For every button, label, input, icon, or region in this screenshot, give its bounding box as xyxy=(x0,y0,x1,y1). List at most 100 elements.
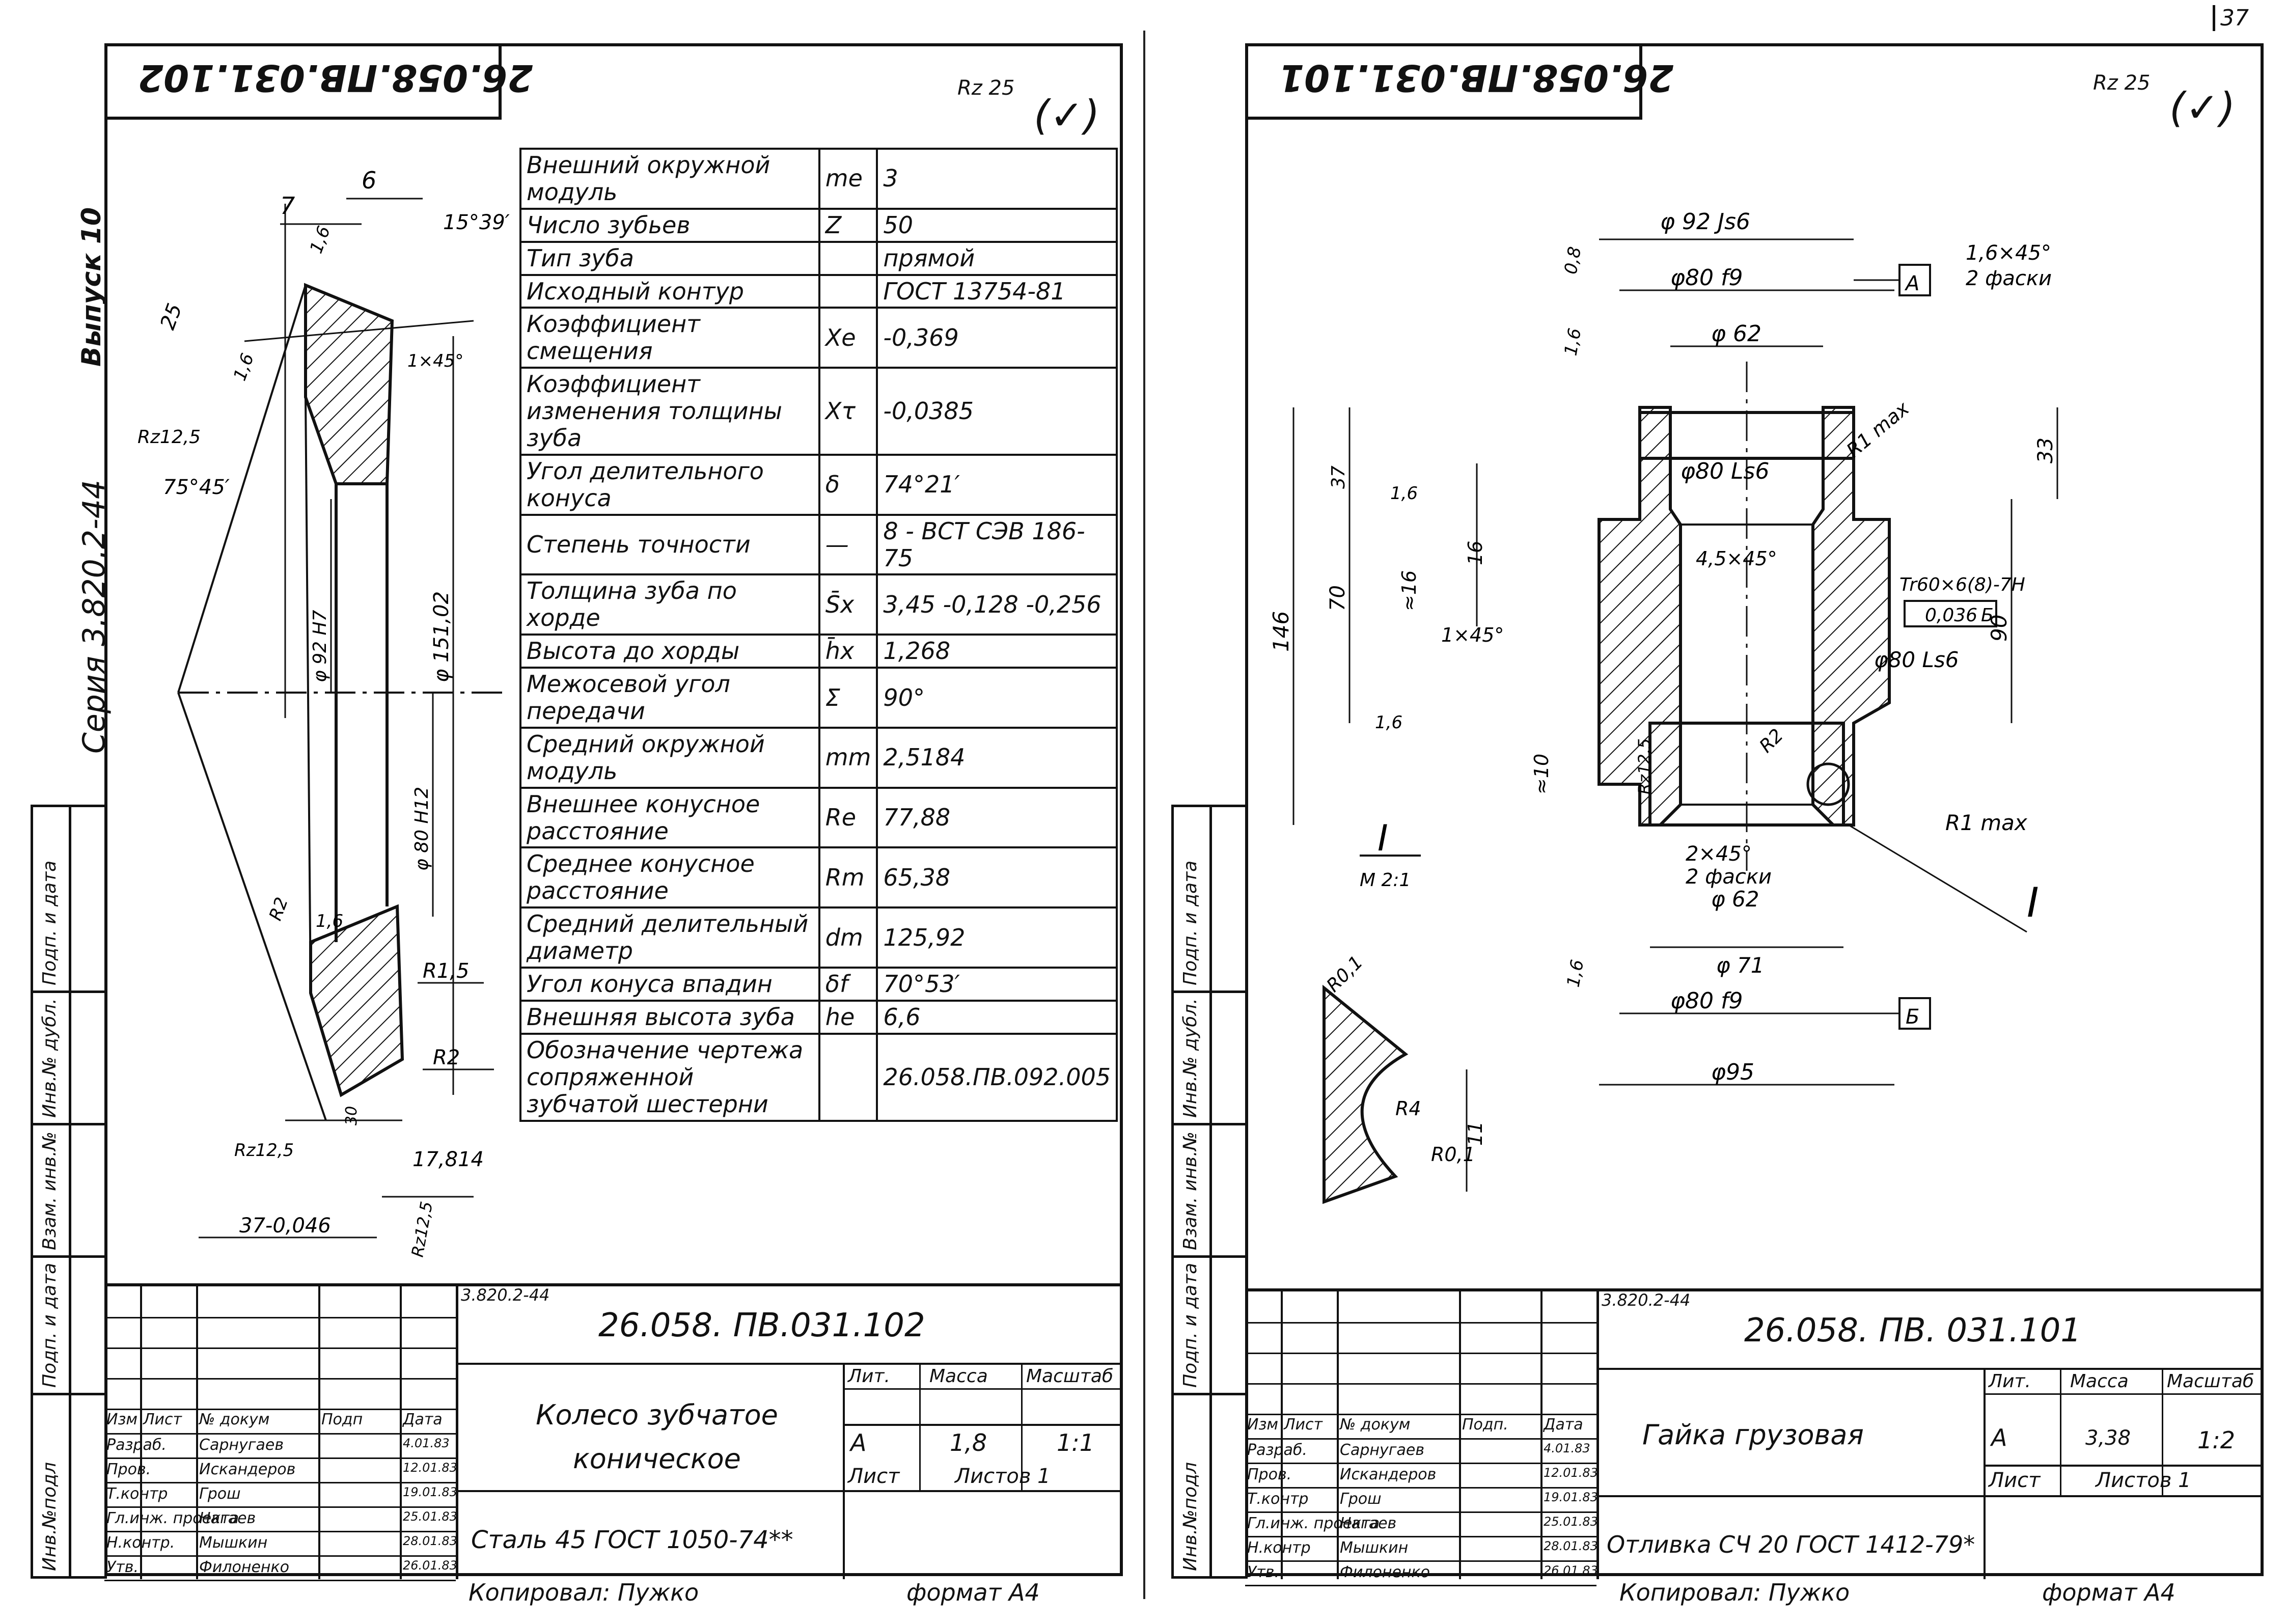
param-sym: Xe xyxy=(818,307,878,369)
margin-label-3: Взам. инв.№ xyxy=(39,1132,60,1250)
view-label: I xyxy=(1378,817,1388,859)
param-name: Средний окружной модуль xyxy=(519,726,820,789)
param-name: Коэффициент изменения толщины зуба xyxy=(519,367,820,456)
r-margin-label-2: Подп. и дата xyxy=(1180,1262,1201,1388)
param-name: Внешний окружной модуль xyxy=(519,148,820,210)
rough-rz12-5-right: Rz12,5 xyxy=(1635,738,1654,794)
param-name: Угол конуса впадин xyxy=(519,967,820,1002)
stamp-head-cell: Лист xyxy=(143,1411,182,1428)
param-sym xyxy=(818,1032,878,1122)
dim-phi151: φ 151,02 xyxy=(430,591,453,682)
stamp-head-cell: Дата xyxy=(1544,1416,1583,1434)
param-val: 65,38 xyxy=(876,846,1118,909)
dim-70: 70 xyxy=(1326,585,1349,611)
param-name: Исходный контур xyxy=(519,273,820,309)
param-val: 3,45 -0,128 -0,256 xyxy=(876,573,1118,636)
param-val: 1,268 xyxy=(876,634,1118,669)
dim-chamfer-2: 2 фаски xyxy=(1966,267,2052,290)
dim-16: 16 xyxy=(1464,541,1486,565)
param-sym xyxy=(818,273,878,309)
dim-r1-5: R1,5 xyxy=(423,959,469,983)
dim-approx-10: ≈10 xyxy=(1530,754,1553,794)
param-val: 70°53′ xyxy=(876,967,1118,1002)
dim-phi71: φ 71 xyxy=(1716,953,1765,978)
thread-spec: Tr60×6(8)-7H xyxy=(1899,574,2025,595)
stamp-roles-cell: Пров. xyxy=(106,1461,151,1478)
param-val: -0,0385 xyxy=(876,367,1118,456)
stamp-roles-cell: Утв. xyxy=(106,1558,139,1576)
left-format: формат А4 xyxy=(906,1579,1040,1606)
stamp-head-cell: № докум xyxy=(199,1411,270,1428)
param-sym: h̄x xyxy=(818,634,878,669)
left-series-small: 3.820.2-44 xyxy=(461,1285,550,1305)
dim-chamfer-2x45: 2×45° xyxy=(1686,842,1752,866)
dim-37: 37 xyxy=(1328,465,1349,489)
param-sym: Re xyxy=(818,786,878,849)
stamp-roles-cell: Гл.инж. проекта xyxy=(106,1509,239,1527)
nut-drawing: φ 92 Js6 0,8 φ80 f9 А 1,6×45° 2 фаски 1,… xyxy=(1269,209,2058,1204)
right-frame xyxy=(1245,43,2264,1576)
rough-1-6-c: 1,6 xyxy=(316,911,343,931)
param-val: 90° xyxy=(876,667,1118,729)
left-lit: А xyxy=(850,1429,867,1456)
stamp-names-cell: Сарнугаев xyxy=(199,1436,284,1454)
param-sym xyxy=(818,240,878,276)
right-scale-label: Масштаб xyxy=(2167,1371,2254,1392)
left-margin-column: Инв.№подл Подп. и дата Взам. инв.№ Инв.№… xyxy=(31,805,107,1579)
stamp-names-cell: Грош xyxy=(199,1485,241,1503)
left-scale: 1:1 xyxy=(1057,1429,1095,1456)
right-doc-code: 26.058. ПВ. 031.101 xyxy=(1744,1312,2081,1350)
dim-r2-right: R2 xyxy=(1755,725,1787,757)
param-name: Угол делительного конуса xyxy=(519,453,820,516)
margin-label-4: Инв.№ дубл. xyxy=(39,998,60,1118)
stamp-roles-cell: Т.контр xyxy=(1247,1490,1309,1508)
stamp-dates-cell: 4.01.83 xyxy=(1544,1441,1590,1455)
left-rotated-code: 26.058.ПВ.031.102 xyxy=(138,57,533,99)
right-mass: 3,38 xyxy=(2085,1426,2131,1450)
rough-1-6-b-right: 1,6 xyxy=(1390,483,1418,504)
right-sheets-label: Листов 1 xyxy=(2096,1469,2191,1492)
right-code-box: 26.058.ПВ.031.101 xyxy=(1245,43,1674,120)
param-sym: — xyxy=(818,513,878,576)
stamp-dates-cell: 19.01.83 xyxy=(403,1485,457,1499)
right-copied: Копировал: Пужко xyxy=(1619,1579,1850,1606)
tolerance-base: Б xyxy=(1981,605,1994,626)
param-val: 26.058.ПВ.092.005 xyxy=(876,1032,1118,1122)
param-sym: S̄x xyxy=(818,573,878,636)
stamp-names-cell: Сарнугаев xyxy=(1340,1441,1425,1459)
dim-chamfer-2b: 2 фаски xyxy=(1686,865,1772,889)
param-sym: Rm xyxy=(818,846,878,909)
right-scale: 1:2 xyxy=(2197,1426,2236,1454)
stamp-row: Т.контр Грош 19.01.83 xyxy=(104,1482,457,1508)
stamp-roles-cell: Т.контр xyxy=(106,1485,168,1503)
dim-33: 33 xyxy=(2034,437,2057,463)
left-roughness-paren: (✓) xyxy=(1034,92,1100,139)
param-name: Внешняя высота зуба xyxy=(519,999,820,1035)
param-name: Тип зуба xyxy=(519,240,820,276)
stamp-dates-cell: 25.01.83 xyxy=(1544,1515,1598,1529)
page-number: 37 xyxy=(2213,5,2249,31)
rough-1-6-c-right: 1,6 xyxy=(1375,712,1402,733)
param-val: 8 - ВСТ СЭВ 186-75 xyxy=(876,513,1118,576)
param-val: 3 xyxy=(876,148,1118,210)
left-mass-label: Масса xyxy=(929,1366,988,1387)
dim-phi80-ls6-b: φ80 Ls6 xyxy=(1874,647,1959,672)
dim-r2-b: R2 xyxy=(433,1046,460,1069)
left-mass: 1,8 xyxy=(950,1429,987,1456)
stamp-names-cell: Грош xyxy=(1340,1490,1382,1508)
dim-30: 30 xyxy=(343,1106,361,1125)
stamp-roles-cell: Гл.инж. проекта xyxy=(1247,1515,1380,1532)
